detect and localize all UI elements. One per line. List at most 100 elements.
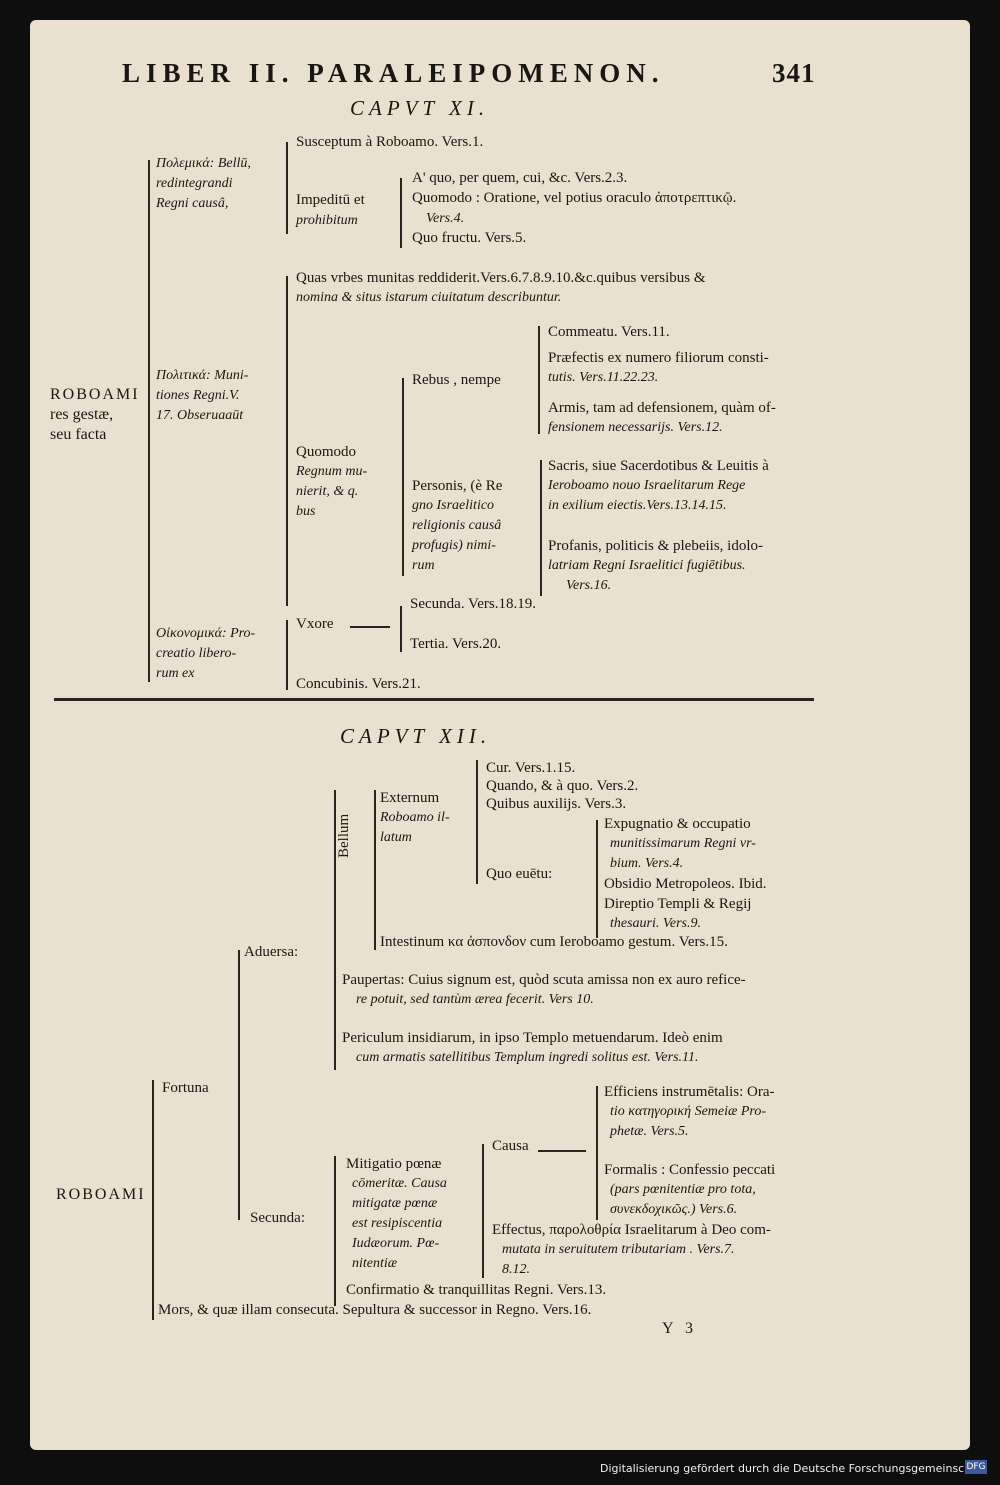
pol-quomodo-1: Quomodo	[296, 444, 356, 460]
war-item-2: Quomodo : Oratione, vel potius oraculo ἀ…	[412, 190, 737, 206]
personis-item-3: in exilium eiectis.Vers.13.14.15.	[548, 498, 727, 513]
brace-secunda	[334, 1156, 336, 1306]
pol-personis-2: gno Israelitico	[412, 498, 495, 513]
root-12: ROBOAMI	[56, 1186, 146, 1203]
aduersa-label: Aduersa:	[244, 944, 299, 960]
pol-personis-4: profugis) nimi-	[412, 538, 496, 553]
pol-quomodo-3: nierit, & q.	[296, 484, 359, 499]
ext-item-1: Cur. Vers.1.15.	[486, 760, 576, 776]
paupertas-2: re potuit, sed tantùm ærea fecerit. Vers…	[356, 992, 594, 1007]
ext-item-3: Quibus auxilijs. Vers.3.	[486, 796, 627, 812]
fortuna-label: Fortuna	[162, 1080, 209, 1096]
periculum-1: Periculum insidiarum, in ipso Templo met…	[342, 1030, 723, 1046]
rebus-item-1: Commeatu. Vers.11.	[548, 324, 670, 340]
pol-quomodo-4: bus	[296, 504, 316, 519]
bellum-label: Bellum	[336, 813, 352, 858]
root-11-line2: res gestæ,	[50, 406, 114, 423]
vxore-rule	[350, 626, 390, 628]
mitigatio-2: cōmeritæ. Causa	[352, 1176, 447, 1191]
externum-1: Externum	[380, 790, 440, 806]
chapter-11-title: CAPVT XI.	[350, 96, 490, 120]
war-label-1: Πολεμικά: Bellū,	[156, 156, 251, 171]
brace-12-main	[152, 1080, 154, 1320]
rebus-item-3: tutis. Vers.11.22.23.	[548, 370, 659, 385]
brace-aduersa	[334, 790, 336, 1070]
mitigatio-5: Iudæorum. Pœ-	[352, 1236, 440, 1251]
brace-11-main	[148, 160, 150, 682]
chapter-divider	[54, 698, 814, 701]
quo-item-1: Expugnatio & occupatio	[604, 816, 751, 832]
ext-item-2: Quando, & à quo. Vers.2.	[486, 778, 639, 794]
brace-quomodo	[402, 378, 404, 576]
root-11-line1: ROBOAMI	[50, 386, 140, 403]
mitigatio-3: mitigatæ pœnæ	[352, 1196, 438, 1211]
efficiens-3: phetæ. Vers.5.	[610, 1124, 689, 1139]
rebus-item-5: fensionem necessarijs. Vers.12.	[548, 420, 723, 435]
rebus-item-4: Armis, tam ad defensionem, quàm of-	[548, 400, 776, 416]
mitigatio-1: Mitigatio pœnæ	[346, 1156, 442, 1172]
pol-label-1: Πολιτικά: Muni-	[156, 368, 249, 383]
pol-label-3: 17. Obseruaaūt	[156, 408, 244, 423]
personis-item-4: Profanis, politicis & plebeiis, idolo-	[548, 538, 763, 554]
pol-personis-3: religionis causâ	[412, 518, 502, 533]
pol-label-2: tiones Regni.V.	[156, 388, 240, 403]
confirmatio: Confirmatio & tranquillitas Regni. Vers.…	[346, 1282, 607, 1298]
brace-fortuna	[238, 950, 240, 1220]
pol-rebus: Rebus , nempe	[412, 372, 501, 388]
brace-externum	[476, 760, 478, 884]
brace-causa	[596, 1086, 598, 1220]
root-11-line3: seu facta	[50, 426, 107, 443]
page-number: 341	[772, 58, 816, 88]
chapter-12-title: CAPVT XII.	[340, 724, 492, 748]
efficiens-1: Efficiens instrumētalis: Ora-	[604, 1084, 775, 1100]
mitigatio-4: est resipiscentia	[352, 1216, 443, 1231]
running-title: LIBER II. PARALEIPOMENON.	[122, 58, 665, 88]
quo-item-3: bium. Vers.4.	[610, 856, 684, 871]
war-impeditum-2: prohibitum	[296, 213, 358, 228]
brace-oik	[286, 620, 288, 690]
personis-item-5: latriam Regni Israelitici fugiētibus.	[548, 558, 746, 573]
war-susceptum: Susceptum à Roboamo. Vers.1.	[296, 134, 484, 150]
oik-secunda: Secunda. Vers.18.19.	[410, 596, 536, 612]
footer-credit: Digitalisierung gefördert durch die Deut…	[600, 1462, 986, 1475]
war-label-2: redintegrandi	[156, 176, 233, 191]
intestinum: Intestinum κα ἀσπονδον cum Ieroboamo ges…	[380, 934, 728, 950]
personis-item-2: Ieroboamo nouo Israelitarum Rege	[548, 478, 746, 493]
effectus-1: Effectus, παρολοθρία Israelitarum à Deo …	[492, 1222, 771, 1238]
rebus-item-2: Præfectis ex numero filiorum consti-	[548, 350, 769, 366]
causa-rule	[538, 1150, 586, 1152]
brace-impeditum	[400, 178, 402, 248]
oik-concubinis: Concubinis. Vers.21.	[296, 676, 421, 692]
brace-pol	[286, 276, 288, 606]
oik-label-2: creatio libero-	[156, 646, 237, 661]
secunda-label: Secunda:	[250, 1210, 305, 1226]
formalis-3: συνεκδοχικῶς.) Vers.6.	[610, 1202, 738, 1217]
quo-item-6: thesauri. Vers.9.	[610, 916, 701, 931]
mitigatio-6: nitentiæ	[352, 1256, 398, 1271]
brace-bellum	[374, 790, 376, 950]
oik-label-3: rum ex	[156, 666, 195, 681]
war-item-3: Vers.4.	[426, 211, 465, 226]
oik-vxore: Vxore	[296, 616, 334, 632]
war-label-3: Regni causâ,	[156, 196, 229, 211]
quo-item-2: munitissimarum Regni vr-	[610, 836, 756, 851]
formalis-1: Formalis : Confessio peccati	[604, 1162, 776, 1178]
brace-mitigatio	[482, 1144, 484, 1278]
war-impeditum-1: Impeditū et	[296, 192, 365, 208]
brace-vxore	[400, 606, 402, 652]
dfg-logo: DFG	[965, 1460, 987, 1474]
pol-personis-5: rum	[412, 558, 435, 573]
war-item-4: Quo fructu. Vers.5.	[412, 230, 527, 246]
periculum-2: cum armatis satellitibus Templum ingredi…	[356, 1050, 699, 1065]
quo-item-5: Direptio Templi & Regij	[604, 896, 752, 912]
effectus-2: mutata in seruitutem tributariam . Vers.…	[502, 1242, 735, 1257]
personis-item-6: Vers.16.	[566, 578, 612, 593]
paupertas-1: Paupertas: Cuius signum est, quòd scuta …	[342, 972, 746, 988]
brace-personis	[540, 460, 542, 596]
quo-item-4: Obsidio Metropoleos. Ibid.	[604, 876, 767, 892]
brace-quo	[596, 820, 598, 938]
externum-2: Roboamo il-	[380, 810, 450, 825]
signature-mark: Y 3	[662, 1320, 697, 1337]
brace-rebus	[538, 326, 540, 434]
oik-tertia: Tertia. Vers.20.	[410, 636, 502, 652]
